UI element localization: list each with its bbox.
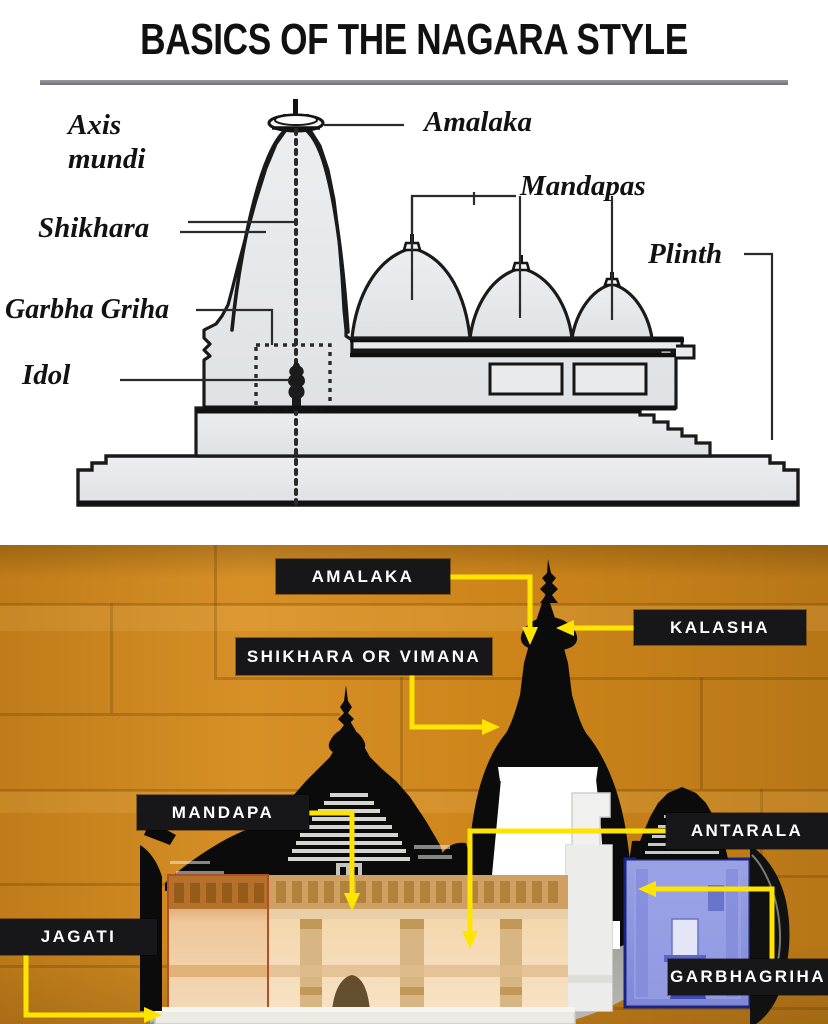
- mandapa-domes: [350, 234, 654, 340]
- wood-seam: [400, 677, 403, 789]
- leader-plinth: [744, 252, 774, 440]
- page-title: BASICS OF THE NAGARA STYLE: [140, 15, 688, 64]
- mandapa-roof-slab: [350, 336, 696, 360]
- tag-shikhara-or-vimana[interactable]: SHIKHARA OR VIMANA: [236, 638, 492, 675]
- diagram-label-garbha-griha: Garbha Griha: [5, 294, 170, 325]
- bottom-photo-panel: AMALAKA KALASHA SHIKHARA OR VIMANA MANDA…: [0, 545, 828, 1024]
- title-divider: [40, 80, 788, 85]
- temple-cutaway-illustration: [23, 559, 790, 1024]
- leader-amalaka: [449, 574, 533, 634]
- top-line-diagram-panel: BASICS OF THE NAGARA STYLE Axis mundi Sh…: [5, 15, 800, 507]
- amalaka-finial: [267, 99, 325, 133]
- leader-jagati: [23, 954, 151, 1018]
- tag-kalasha[interactable]: KALASHA: [634, 610, 806, 645]
- wood-seam: [700, 677, 703, 789]
- tag-mandapa[interactable]: MANDAPA: [137, 795, 309, 830]
- axis-mundi-line1: Axis: [68, 109, 122, 141]
- leader-lines: [120, 123, 774, 440]
- leader-garbha-griha: [196, 308, 274, 345]
- diagram-label-amalaka: Amalaka: [424, 106, 532, 138]
- mandapa-cut-section: [167, 874, 568, 1012]
- diagram-label-plinth: Plinth: [648, 238, 723, 270]
- diagram-label-shikhara: Shikhara: [38, 212, 150, 244]
- leader-lines-yellow: [23, 574, 775, 1018]
- idol-silhouette: [288, 362, 305, 408]
- arrowhead-jagati: [144, 1007, 162, 1023]
- leader-arrowheads: [144, 620, 656, 1023]
- tag-garbhagriha[interactable]: GARBHAGRIHA: [668, 959, 828, 995]
- temple-section-drawing: [76, 99, 800, 507]
- diagram-label-mandapas: Mandapas: [520, 170, 646, 202]
- wood-seam: [214, 677, 828, 680]
- arrowhead-antarala: [462, 931, 478, 949]
- mandapa-superstructure: [165, 685, 452, 897]
- wall-recess-panels: [488, 362, 648, 396]
- leader-garbhagriha: [649, 886, 775, 960]
- plinth-base: [76, 454, 800, 507]
- diagram-label-idol: Idol: [22, 359, 71, 391]
- leader-mandapa: [308, 810, 355, 900]
- antarala-block: [565, 792, 613, 1012]
- diagram-label-axis-mundi: Axis mundi: [68, 108, 145, 176]
- wood-seam: [214, 545, 217, 677]
- tag-antarala[interactable]: ANTARALA: [666, 813, 828, 849]
- arrowhead-shikhara: [482, 719, 500, 735]
- arrowhead-amalaka: [522, 627, 538, 645]
- jagati-plinth: [154, 1007, 576, 1024]
- arrowhead-garbhagriha: [638, 881, 656, 897]
- leader-antarala: [467, 828, 667, 938]
- tag-jagati[interactable]: JAGATI: [0, 919, 157, 955]
- arrowhead-mandapa: [344, 893, 360, 911]
- tag-amalaka[interactable]: AMALAKA: [276, 559, 450, 594]
- axis-mundi-line2: mundi: [68, 143, 146, 175]
- wood-seam: [110, 603, 113, 713]
- arrowhead-kalasha: [556, 620, 574, 636]
- wood-seam: [0, 789, 828, 792]
- plinth-upper-tier: [194, 406, 712, 458]
- leader-shikhara: [409, 674, 489, 730]
- wood-seam: [0, 713, 340, 716]
- wood-seam: [0, 603, 828, 606]
